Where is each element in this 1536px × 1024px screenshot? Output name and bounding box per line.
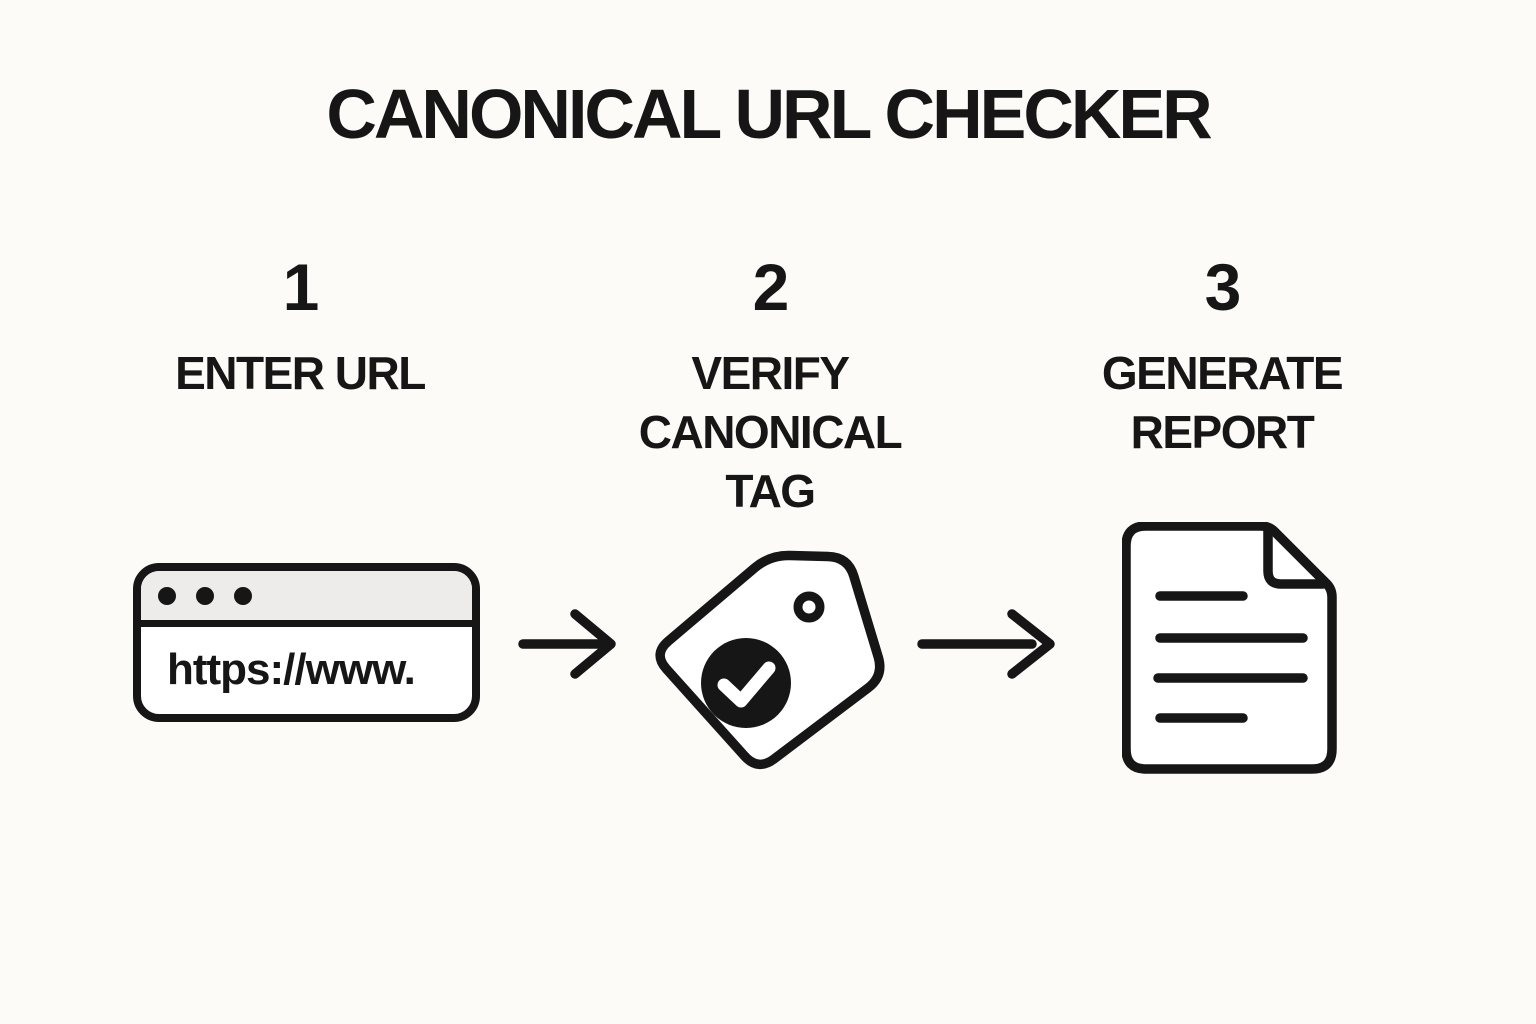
step-label: VERIFY CANONICAL TAG <box>638 347 903 517</box>
checkmark-icon <box>717 661 776 708</box>
step-number: 3 <box>1204 250 1242 324</box>
browser-titlebar <box>141 571 472 627</box>
tag-hole-icon <box>793 591 825 623</box>
step-number: 1 <box>282 250 320 324</box>
right-arrow-icon <box>518 609 616 679</box>
step-2: 2 VERIFY CANONICAL TAG <box>600 254 940 521</box>
browser-window-icon: https://www. <box>133 563 480 722</box>
window-dot-icon <box>196 586 214 605</box>
right-arrow-icon <box>917 609 1055 679</box>
window-dot-icon <box>158 586 176 605</box>
document-fold-icon <box>1263 524 1328 589</box>
window-dot-icon <box>234 586 252 605</box>
check-circle <box>701 638 791 728</box>
tag-check-icon <box>655 550 885 770</box>
browser-address-area: https://www. <box>141 627 472 714</box>
step-1: 1 ENTER URL <box>140 254 460 403</box>
step-3: 3 GENERATE REPORT <box>1072 254 1372 462</box>
page-title: CANONICAL URL CHECKER <box>326 75 1212 153</box>
step-number: 2 <box>752 250 790 324</box>
report-document-icon <box>1122 522 1337 774</box>
step-label: GENERATE REPORT <box>1101 347 1344 458</box>
url-text: https://www. <box>167 644 416 694</box>
step-label: ENTER URL <box>175 347 426 399</box>
document-outline <box>1122 522 1337 774</box>
